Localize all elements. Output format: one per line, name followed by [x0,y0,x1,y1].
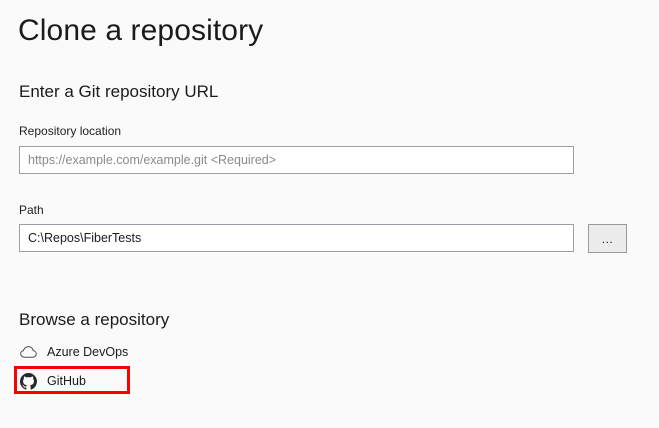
cloud-icon [19,343,37,361]
provider-item-azure-devops[interactable]: Azure DevOps [19,340,128,364]
section-heading-browse-repository: Browse a repository [19,310,170,329]
provider-label-github: GitHub [47,374,86,388]
browse-path-button[interactable]: ... [588,224,627,253]
provider-label-azure-devops: Azure DevOps [47,345,129,359]
path-input[interactable] [19,224,574,252]
section-heading-enter-url: Enter a Git repository URL [19,82,219,101]
provider-item-github[interactable]: GitHub [19,369,86,393]
path-label: Path [19,203,44,217]
page-title: Clone a repository [18,14,264,47]
github-icon [19,372,37,390]
repository-location-input[interactable] [19,146,574,174]
repository-location-label: Repository location [19,124,122,138]
